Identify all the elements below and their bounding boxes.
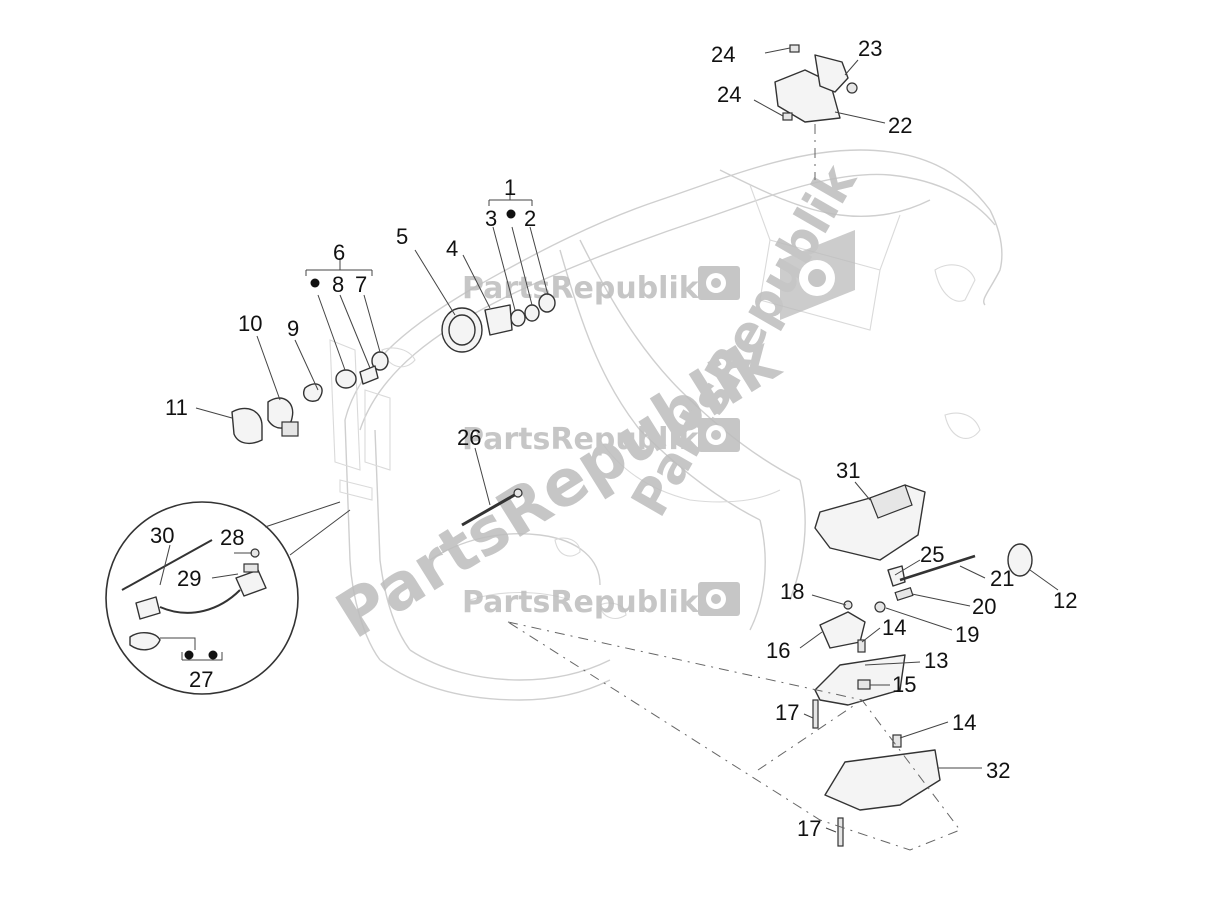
callout-19: 19: [955, 622, 979, 647]
hinge-bracket-part: [774, 44, 858, 180]
callout-7: 7: [355, 272, 367, 297]
cable-part: [461, 488, 523, 527]
callout-23: 23: [858, 36, 882, 61]
callout-15: 15: [892, 672, 916, 697]
gear-icon: [698, 230, 855, 616]
callout-28: 28: [220, 525, 244, 550]
bullet-dot-icon: [184, 209, 516, 660]
watermark-text: PartsRepublik: [462, 271, 700, 306]
callout-2: 2: [524, 206, 536, 231]
callout-6: 6: [333, 240, 345, 265]
callout-18: 18: [780, 579, 804, 604]
callout-32: 32: [986, 758, 1010, 783]
callout-13: 13: [924, 648, 948, 673]
callout-11: 11: [165, 395, 188, 420]
callout-29: 29: [177, 566, 201, 591]
callout-4: 4: [446, 236, 458, 261]
callout-26: 26: [457, 425, 481, 450]
callout-25: 25: [920, 542, 944, 567]
callout-17: 17: [775, 700, 799, 725]
callout-27: 27: [189, 667, 213, 692]
seat-lock-assembly: [507, 484, 1033, 851]
callout-14: 14: [952, 710, 976, 735]
callout-9: 9: [287, 316, 299, 341]
callout-5: 5: [396, 224, 408, 249]
callout-24: 24: [711, 42, 735, 67]
callout-8: 8: [332, 272, 344, 297]
leader-lines: [159, 47, 1059, 833]
detail-inset: [105, 501, 351, 695]
callout-14: 14: [882, 615, 906, 640]
frame-outline: [329, 149, 1003, 701]
watermark-text-large: PartsRepublik: [620, 154, 868, 526]
watermark-text: PartsRepublik: [462, 585, 700, 620]
callout-3: 3: [485, 206, 497, 231]
callout-21: 21: [990, 566, 1014, 591]
watermark-text: PartsRepublik: [462, 422, 700, 457]
callout-30: 30: [150, 523, 174, 548]
callout-16: 16: [766, 638, 790, 663]
callout-12: 12: [1053, 588, 1077, 613]
callout-24: 24: [717, 82, 741, 107]
callout-labels: 24 23 24 22 1 3 2 4 5 6 8 7 10 9 11 26 3…: [150, 36, 1077, 841]
callout-22: 22: [888, 113, 912, 138]
callout-10: 10: [238, 311, 262, 336]
ignition-lock-parts: [231, 293, 556, 445]
callout-1: 1: [504, 175, 516, 200]
callout-17: 17: [797, 816, 821, 841]
callout-20: 20: [972, 594, 996, 619]
callout-31: 31: [836, 458, 860, 483]
